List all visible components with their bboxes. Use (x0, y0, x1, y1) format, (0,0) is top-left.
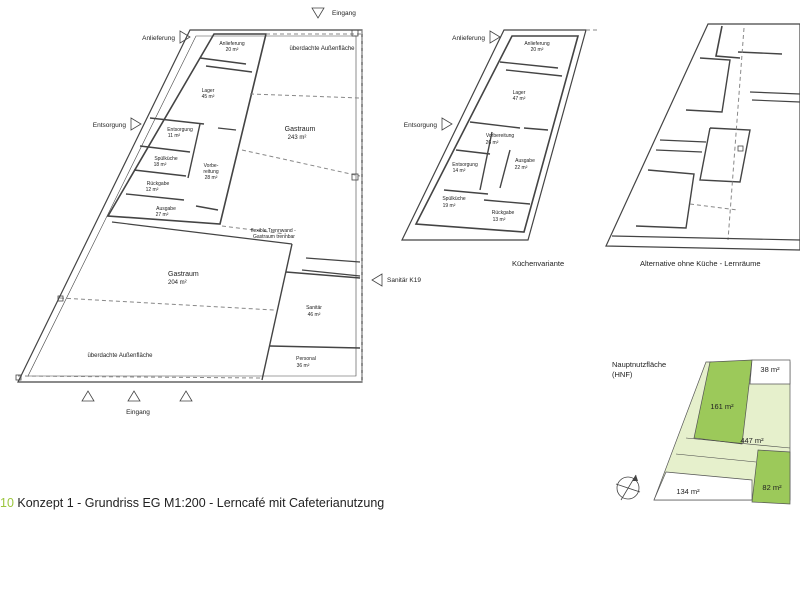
room-gastraum-bottom-area: 204 m² (168, 280, 187, 286)
plan2-room-spuelkueche-name: Spülküche (442, 196, 466, 202)
room-spuelkueche-area: 18 m² (154, 162, 167, 168)
caption-text: Konzept 1 - Grundriss EG M1:200 - Lernca… (17, 496, 385, 510)
room-vorbereitung-line1: Vorbe- (204, 163, 219, 169)
room-anlieferung-name: Anlieferung (219, 41, 245, 47)
plan2-room-lager-area: 47 m² (513, 96, 526, 102)
eingang-top-arrow (311, 7, 325, 19)
room-entsorgung-area: 11 m² (168, 133, 181, 139)
room-ausgabe-name: Ausgabe (156, 206, 176, 212)
hnf-label-447: 447 m² (740, 436, 764, 445)
hnf-title-line2: (HNF) (612, 370, 633, 379)
eingang-bottom-arrow-2 (127, 390, 141, 402)
trennwand-line1: flexible Trennwand - (251, 228, 296, 234)
sanitaer-k19-label: Sanitär K19 (387, 277, 421, 284)
plan2-room-spuelkueche-area: 19 m² (443, 203, 456, 209)
hnf-area-38 (749, 359, 791, 385)
eingang-top-label: Eingang (332, 10, 356, 17)
trennwand-line2: Gastraum trennbar (253, 234, 295, 240)
eingang-bottom-arrow-3 (179, 390, 193, 402)
plan2-anlieferung-label: Anlieferung (452, 35, 485, 42)
room-anlieferung-area: 20 m² (226, 47, 239, 53)
room-vorbereitung-line2: reitung (203, 169, 219, 175)
plan2-room-anlieferung-name: Anlieferung (524, 41, 550, 47)
plan2-room-rueckgabe-name: Rückgabe (492, 210, 515, 216)
plan2-room-entsorgung-area: 14 m² (453, 168, 466, 174)
room-lager-name: Lager (202, 88, 215, 94)
room-vorbereitung-area: 28 m² (205, 175, 218, 181)
room-spuelkueche-name: Spülküche (154, 156, 178, 162)
plan2-title: Küchenvariante (512, 259, 564, 268)
plan-main: Eingang Anlieferung Entsorgung Sanitär K… (15, 7, 421, 416)
kitchen-core-outline (106, 33, 268, 225)
room-rueckgabe-name: Rückgabe (147, 181, 170, 187)
eingang-bottom-arrow-1 (81, 390, 95, 402)
building-outline (17, 29, 363, 383)
hnf-label-161: 161 m² (710, 402, 734, 411)
room-sanitaer-name: Sanitär (306, 305, 322, 311)
entsorgung-arrow (130, 117, 142, 131)
room-ueberdachte-bottom-name: überdachte Außenfläche (87, 353, 153, 359)
eingang-bottom-label: Eingang (126, 409, 150, 416)
north-arrow-icon (615, 474, 641, 501)
anlieferung-label: Anlieferung (142, 35, 175, 42)
plan2-room-rueckgabe-area: 13 m² (493, 217, 506, 223)
kitchen-variant-outline (401, 29, 587, 241)
sanitaer-arrow (371, 273, 383, 287)
hnf-diagram: Nauptnutzfläche (HNF) 38 m² 161 m² 447 m… (612, 359, 791, 505)
room-sanitaer-area: 46 m² (308, 312, 321, 318)
plan2-entsorgung-label: Entsorgung (404, 122, 438, 129)
room-personal-name: Personal (296, 356, 316, 362)
room-rueckgabe-area: 12 m² (146, 187, 159, 193)
figure-caption: 10 Konzept 1 - Grundriss EG M1:200 - Ler… (0, 496, 384, 510)
room-gastraum-top-area: 243 m² (288, 135, 307, 141)
room-gastraum-top-name: Gastraum (285, 126, 316, 133)
room-ausgabe-area: 27 m² (156, 212, 169, 218)
plan-kuechenvariante: Anlieferung Entsorgung Küchenvariante An… (401, 29, 600, 268)
hnf-label-134: 134 m² (676, 487, 700, 496)
plan2-room-ausgabe-area: 22 m² (515, 165, 528, 171)
room-gastraum-bottom-name: Gastraum (168, 271, 199, 278)
entsorgung-label: Entsorgung (93, 122, 127, 129)
hnf-area-161 (693, 359, 753, 445)
plan3-title: Alternative ohne Küche - Lernräume (640, 259, 761, 268)
plan2-room-vorbereitung-name: Vorbereitung (486, 133, 515, 139)
room-personal-area: 36 m² (297, 363, 310, 369)
room-entsorgung-name: Entsorgung (167, 127, 193, 133)
caption-number: 10 (0, 496, 14, 510)
plan2-entsorgung-arrow (441, 117, 453, 131)
plan2-room-ausgabe-name: Ausgabe (515, 158, 535, 164)
hnf-area-82 (751, 449, 791, 505)
hnf-label-38: 38 m² (760, 365, 780, 374)
plan2-anlieferung-arrow (489, 30, 501, 44)
lernraeume-outline (605, 23, 800, 251)
room-lager-area: 45 m² (202, 94, 215, 100)
plan-ohne-kueche: Alternative ohne Küche - Lernräume (605, 23, 800, 268)
anlieferung-arrow (179, 30, 191, 44)
plan2-room-lager-name: Lager (513, 90, 526, 96)
room-ueberdachte-top-name: überdachte Außenfläche (289, 46, 355, 52)
hnf-title-line1: Nauptnutzfläche (612, 360, 666, 369)
plan2-room-anlieferung-area: 20 m² (531, 47, 544, 53)
plan2-room-entsorgung-name: Entsorgung (452, 162, 478, 168)
hnf-label-82: 82 m² (762, 483, 782, 492)
plan2-room-vorbereitung-area: 26 m² (486, 140, 499, 146)
